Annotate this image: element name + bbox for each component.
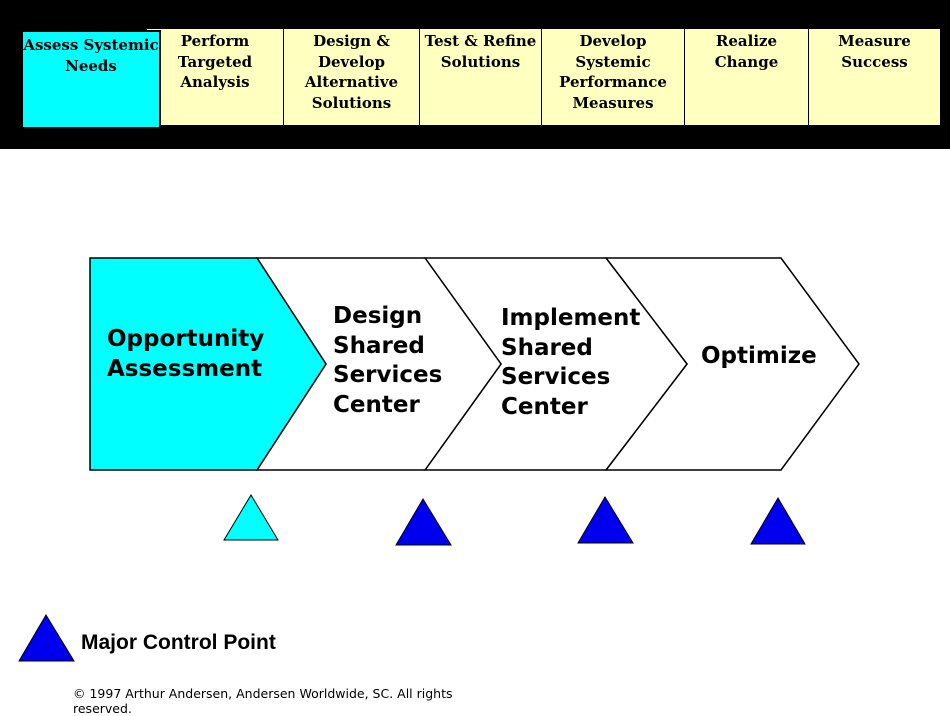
control-point-triangle-icon <box>395 498 452 546</box>
phase-measure-success: Measure Success <box>808 28 941 126</box>
control-point-triangle-icon <box>750 497 806 545</box>
phase-develop-systemic-performance-measures: Develop Systemic Performance Measures <box>541 28 685 126</box>
phase-assess-systemic-needs: Assess Systemic Needs <box>21 30 161 129</box>
phase-design-develop-alternative-solutions: Design & Develop Alternative Solutions <box>283 28 420 126</box>
legend-triangle-icon <box>18 614 75 662</box>
stage-label-opportunity-assessment: Opportunity Assessment <box>107 326 265 382</box>
phase-test-refine-solutions: Test & Refine Solutions <box>419 28 542 126</box>
copyright-notice: © 1997 Arthur Andersen, Andersen Worldwi… <box>73 686 453 716</box>
stage-label-implement: Implement Shared Services Center <box>501 305 641 420</box>
phase-perform-targeted-analysis: Perform Targeted Analysis <box>146 28 284 126</box>
legend-label: Major Control Point <box>81 631 276 654</box>
stage-label-optimize: Optimize <box>701 343 817 369</box>
control-point-triangle-icon <box>223 494 279 541</box>
control-point-triangle-icon <box>577 496 634 544</box>
stage-label-design: Design Shared Services Center <box>333 303 443 418</box>
stage-opportunity-assessment-chevron <box>89 257 327 471</box>
